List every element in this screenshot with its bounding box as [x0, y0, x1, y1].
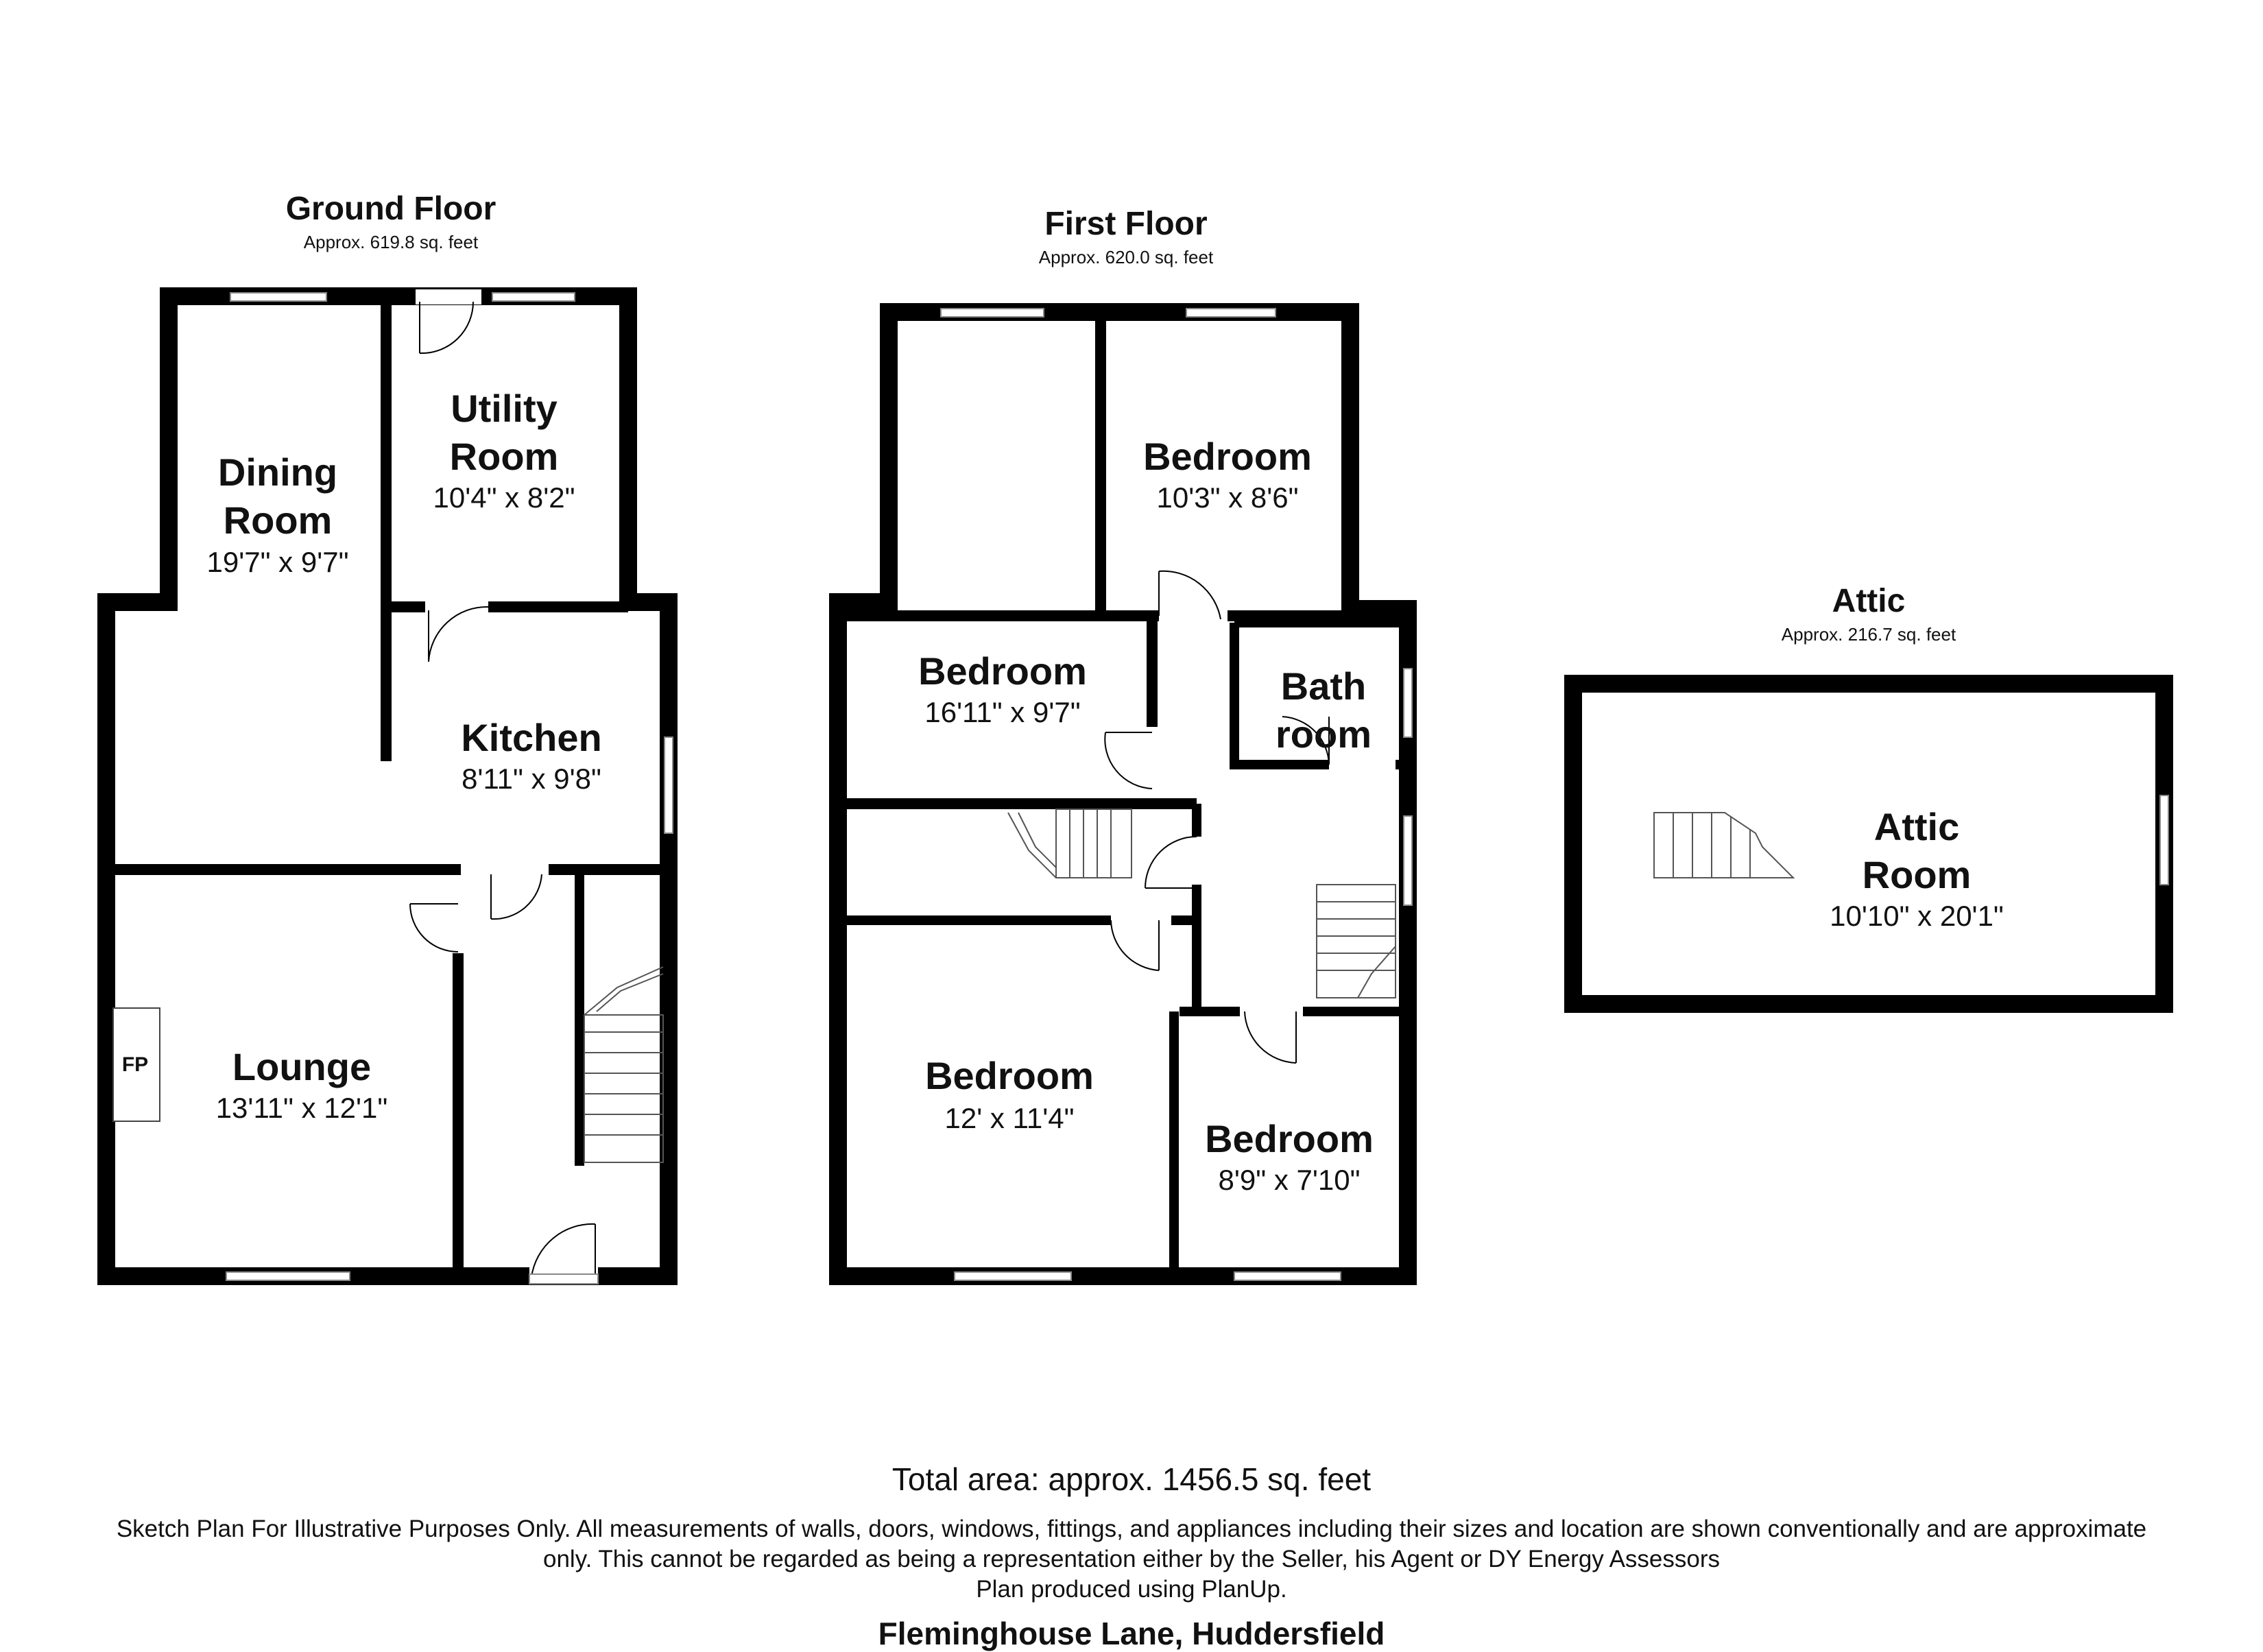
- bedroom-bottom-right-name: Bedroom: [1205, 1117, 1374, 1160]
- bedroom-top-left-dimensions: 16'11" x 9'7": [924, 696, 1080, 728]
- lounge-name: Lounge: [232, 1045, 371, 1088]
- door[interactable]: [1244, 1011, 1297, 1064]
- door[interactable]: [1145, 836, 1197, 889]
- kitchen-name: Kitchen: [461, 716, 601, 759]
- bathroom-name-line-2: room: [1276, 713, 1372, 756]
- staircase: [1007, 809, 1132, 878]
- window: [492, 292, 575, 302]
- first-floor-area: Approx. 620.0 sq. feet: [1039, 247, 1214, 267]
- door[interactable]: [490, 874, 542, 920]
- property-address: Fleminghouse Lane, Huddersfield: [878, 1616, 1385, 1651]
- door[interactable]: [409, 903, 459, 953]
- window: [230, 292, 327, 302]
- window: [940, 308, 1044, 318]
- lounge-dimensions: 13'11" x 12'1": [216, 1092, 388, 1124]
- window: [2159, 795, 2169, 885]
- ground-floor-plan: Ground Floor Approx. 619.8 sq. feet: [97, 191, 678, 1285]
- door[interactable]: [416, 289, 481, 355]
- attic-room-name-line-1: Attic: [1874, 805, 1959, 848]
- window: [954, 1271, 1072, 1281]
- disclaimer-line-3: Plan produced using PlanUp.: [976, 1576, 1287, 1603]
- window: [664, 737, 673, 834]
- bedroom-bottom-right-dimensions: 8'9" x 7'10": [1219, 1164, 1361, 1196]
- first-floor-plan: First Floor Approx. 620.0 sq. feet: [829, 206, 1417, 1285]
- door[interactable]: [1110, 920, 1160, 971]
- door[interactable]: [428, 606, 489, 662]
- first-floor-outer-wall: [829, 303, 1417, 1285]
- fireplace-label: FP: [122, 1053, 148, 1076]
- door[interactable]: [1282, 716, 1330, 765]
- fireplace: [112, 1007, 160, 1122]
- utility-room-dimensions: 10'4" x 8'2": [433, 481, 575, 514]
- front-door[interactable]: [529, 1223, 599, 1284]
- door[interactable]: [1104, 732, 1153, 789]
- bedroom-bottom-left-name: Bedroom: [925, 1054, 1094, 1097]
- ground-floor-outer-wall: [97, 287, 678, 1285]
- attic-room-dimensions: 10'10" x 20'1": [1830, 900, 2004, 932]
- window: [1403, 668, 1413, 738]
- bathroom-wall: [1230, 618, 1401, 769]
- kitchen-dimensions: 8'11" x 9'8": [462, 763, 601, 795]
- disclaimer: Sketch Plan For Illustrative Purposes On…: [0, 1514, 2263, 1605]
- bedroom-top-right-name: Bedroom: [1143, 435, 1312, 478]
- total-area: Total area: approx. 1456.5 sq. feet: [891, 1461, 1372, 1497]
- window: [1234, 1271, 1341, 1281]
- staircase: [1653, 812, 1795, 878]
- ground-floor-area: Approx. 619.8 sq. feet: [304, 232, 479, 252]
- staircase: [1316, 884, 1396, 998]
- attic-outer-wall: [1564, 675, 2173, 1013]
- staircase: [584, 966, 664, 1163]
- bedroom-top-left-name: Bedroom: [918, 649, 1087, 693]
- disclaimer-line-2: only. This cannot be regarded as being a…: [542, 1546, 1721, 1572]
- dining-room-dimensions: 19'7" x 9'7": [207, 546, 349, 578]
- dining-room-name-line-1: Dining: [218, 451, 337, 494]
- bathroom-name-line-1: Bath: [1281, 665, 1366, 708]
- utility-room-name-line-2: Room: [450, 435, 559, 478]
- attic-area: Approx. 216.7 sq. feet: [1782, 624, 1956, 645]
- dining-room-name-line-2: Room: [224, 499, 333, 542]
- utility-room-name-line-1: Utility: [451, 387, 558, 430]
- ground-floor-title: Ground Floor: [286, 191, 496, 227]
- disclaimer-line-1: Sketch Plan For Illustrative Purposes On…: [116, 1516, 2147, 1542]
- attic-room-name-line-2: Room: [1863, 853, 1972, 896]
- bedroom-bottom-left-dimensions: 12' x 11'4": [945, 1102, 1075, 1134]
- bedroom-top-right-dimensions: 10'3" x 8'6": [1157, 481, 1299, 514]
- attic-title: Attic: [1832, 583, 1906, 619]
- window: [226, 1271, 350, 1281]
- door[interactable]: [1158, 570, 1221, 620]
- attic-plan: Attic Approx. 216.7 sq. feet Attic Room …: [1564, 583, 2173, 1013]
- window: [1186, 308, 1276, 318]
- first-floor-title: First Floor: [1044, 206, 1207, 242]
- window: [1403, 815, 1413, 906]
